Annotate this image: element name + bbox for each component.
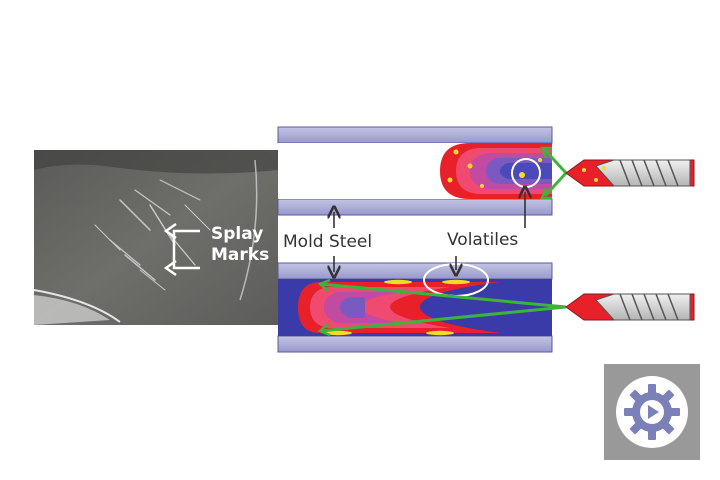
injection-screw-bottom	[565, 293, 695, 321]
volatile-streaks-bottom	[324, 279, 470, 336]
flow-arrows-top	[540, 146, 568, 200]
injection-screw-top	[565, 159, 695, 187]
splay-marks-label: Splay Marks	[211, 224, 269, 266]
splay-streaks	[94, 179, 211, 291]
mold-cavity-bottom	[277, 262, 567, 353]
mold-cavity-top	[277, 126, 568, 216]
volatiles-arrows	[456, 192, 525, 270]
flow-arrows-bottom	[317, 278, 567, 337]
gear-badge[interactable]	[604, 364, 700, 460]
volatiles-label: Volatiles	[447, 230, 519, 250]
gear-play-icon	[616, 376, 688, 448]
mold-steel-label: Mold Steel	[283, 232, 373, 252]
splay-label-line1: Splay	[211, 224, 264, 244]
volatile-bubbles-top	[447, 149, 542, 188]
splay-photo	[33, 150, 278, 325]
splay-label-line2: Marks	[211, 245, 270, 265]
splay-bracket-arrows	[163, 222, 200, 277]
melt-flow-bottom	[294, 279, 552, 336]
